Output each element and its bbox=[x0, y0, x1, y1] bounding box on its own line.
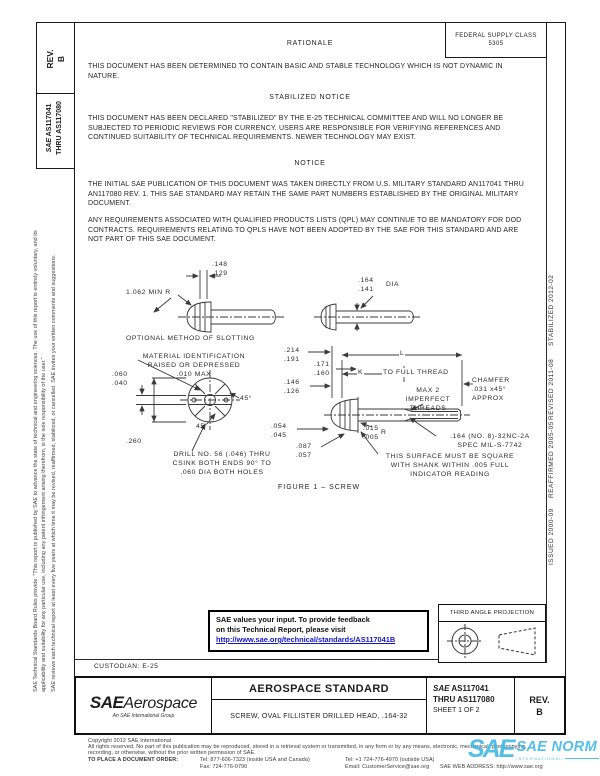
custodian-divider bbox=[74, 659, 438, 660]
sae-logo-subtitle: An SAE International Group bbox=[112, 712, 175, 719]
phone-intl: Tel: +1 724-776-4970 (outside USA) bbox=[345, 757, 435, 763]
rights-line-2: recording, or otherwise, without the pri… bbox=[88, 750, 256, 756]
federal-supply-class-box: FEDERAL SUPPLY CLASS 5305 bbox=[445, 22, 547, 58]
optional-slotting-caption: OPTIONAL METHOD OF SLOTTING bbox=[126, 335, 255, 342]
sae-logo-small: SAE bbox=[433, 684, 450, 693]
third-angle-projection-box: THIRD ANGLE PROJECTION bbox=[438, 604, 546, 663]
revision-value: B bbox=[536, 706, 543, 717]
stamp-issued: ISSUED 2000-09 bbox=[548, 508, 555, 565]
figure-1-screw: .148 .129 1.062 MIN R OPTIONAL METHOD OF… bbox=[74, 248, 548, 500]
document-type-title: AEROSPACE STANDARD bbox=[248, 682, 390, 695]
dim-head-radius: 1.062 MIN R bbox=[126, 289, 171, 296]
web-address: SAE WEB ADDRESS: http://www.sae.org bbox=[440, 764, 543, 770]
left-disclaimer-paragraph-1: SAE Technical Standards Board Rules prov… bbox=[33, 230, 47, 692]
revision-cell: REV. B bbox=[515, 678, 564, 733]
notice-paragraph-1: THE INITIAL SAE PUBLICATION OF THIS DOCU… bbox=[88, 181, 524, 208]
feedback-url-link[interactable]: http://www.sae.org/technical/standards/A… bbox=[216, 635, 396, 644]
sheet-number: SHEET 1 OF 2 bbox=[433, 707, 480, 714]
material-identification-note: MATERIAL IDENTIFICATION RAISED OR DEPRES… bbox=[142, 353, 246, 378]
title-block: SAEAerospace An SAE International Group … bbox=[74, 676, 566, 735]
document-number-line1: SAE AS117041 bbox=[46, 103, 53, 153]
thread-spec-note: .164 (NO. 8)-32NC-2A SPEC MIL-S-7742 bbox=[450, 433, 530, 449]
rev-side-label: REV. B bbox=[45, 49, 66, 69]
dim-grip-K: K bbox=[357, 368, 365, 377]
saenorm-watermark-text: SAE NORM bbox=[516, 738, 597, 755]
dim-slot-depth: .060 .040 bbox=[112, 371, 128, 387]
dim-45deg-lower: 45° bbox=[196, 423, 209, 430]
third-angle-projection-symbol bbox=[447, 624, 536, 658]
notice-paragraph-2: ANY REQUIREMENTS ASSOCIATED WITH QUALIFI… bbox=[88, 217, 522, 244]
dim-shank-dia: .164 .141 bbox=[358, 277, 374, 293]
dim-fillet-radius: .015 .005 bbox=[363, 425, 379, 441]
fax-number: Fax: 724-776-0790 bbox=[200, 764, 248, 770]
email-address: Email: CustomerService@sae.org bbox=[345, 764, 430, 770]
dim-171: .171 .160 bbox=[314, 361, 330, 377]
dim-087: .087 .057 bbox=[296, 443, 312, 459]
sae-aerospace-logo: SAEAerospace An SAE International Group bbox=[76, 678, 212, 733]
document-subject-title: SCREW, OVAL FILLISTER DRILLED HEAD, .164… bbox=[230, 713, 408, 720]
dim-214: .214 .191 bbox=[284, 347, 300, 363]
saenorm-watermark: SAE SAE NORM INTERNATIONAL bbox=[468, 735, 600, 763]
dim-slot-width: .148 .129 bbox=[212, 261, 228, 277]
stamp-reaffirmed: REAFFIRMED 2005-05 bbox=[548, 421, 555, 498]
revision-label: REV. bbox=[529, 694, 550, 705]
federal-supply-class-number: 5305 bbox=[488, 41, 504, 47]
stabilized-notice-heading: STABILIZED NOTICE bbox=[269, 94, 351, 101]
sidebar-column-divider bbox=[546, 57, 547, 663]
rationale-heading: RATIONALE bbox=[286, 40, 334, 47]
dim-45deg-upper: 45° bbox=[240, 395, 253, 402]
stabilized-notice-paragraph: THIS DOCUMENT HAS BEEN DECLARED "STABILI… bbox=[88, 115, 504, 142]
left-disclaimer-paragraph-2: SAE reviews each technical report at lea… bbox=[51, 254, 57, 692]
to-full-thread-label: TO FULL THREAD bbox=[382, 368, 450, 377]
order-label: TO PLACE A DOCUMENT ORDER: bbox=[88, 757, 179, 763]
dim-260: .260 bbox=[126, 438, 142, 445]
feedback-line1: SAE values your input. To provide feedba… bbox=[216, 615, 370, 624]
sae-logo-text: SAE bbox=[89, 692, 124, 712]
federal-supply-class-label: FEDERAL SUPPLY CLASS bbox=[455, 33, 537, 39]
third-angle-projection-label: THIRD ANGLE PROJECTION bbox=[439, 605, 545, 622]
drill-note: DRILL NO. 56 (.046) THRU CSINK BOTH ENDS… bbox=[172, 451, 272, 476]
rights-line-1: All rights reserved. No part of this pub… bbox=[88, 744, 527, 750]
document-number-cell: SAE AS117041 THRU AS117080 SHEET 1 OF 2 bbox=[427, 678, 515, 733]
rationale-paragraph: THIS DOCUMENT HAS BEEN DETERMINED TO CON… bbox=[88, 63, 503, 80]
document-number-side-box: SAE AS117041 THRU AS117080 bbox=[36, 93, 75, 169]
chamfer-note: CHAMFER .031 x45° APPROX bbox=[472, 377, 510, 402]
feedback-line2: on this Technical Report, please visit bbox=[216, 625, 346, 634]
notice-heading: NOTICE bbox=[294, 160, 326, 167]
saenorm-watermark-subtext: INTERNATIONAL bbox=[516, 756, 600, 761]
saenorm-watermark-glyph: SAE bbox=[468, 735, 515, 763]
sae-logo-mark: SAE bbox=[46, 138, 53, 153]
feedback-box: SAE values your input. To provide feedba… bbox=[208, 610, 429, 652]
dim-054: .054 .045 bbox=[271, 423, 287, 439]
figure-caption: FIGURE 1 – SCREW bbox=[278, 484, 361, 491]
dim-length-L: L bbox=[399, 349, 406, 358]
surface-square-note: THIS SURFACE MUST BE SQUARE WITH SHANK W… bbox=[385, 453, 515, 478]
document-number-line2: THRU AS117080 bbox=[56, 101, 63, 155]
title-cell: AEROSPACE STANDARD SCREW, OVAL FILLISTER… bbox=[212, 678, 427, 733]
figure-line-art bbox=[136, 270, 473, 455]
copyright-line: Copyright 2012 SAE International bbox=[88, 738, 172, 744]
imperfect-threads-note: MAX 2 IMPERFECT THREADS bbox=[405, 387, 451, 412]
dim-146: .146 .126 bbox=[284, 379, 300, 395]
stamp-revised: REVISED 2011-08 bbox=[548, 358, 555, 420]
rev-side-box: REV. B bbox=[36, 22, 75, 94]
dim-fillet-radius-r: R bbox=[381, 429, 387, 436]
custodian-label: CUSTODIAN: E-25 bbox=[94, 663, 159, 670]
stamp-stabilized: STABILIZED 2012-02 bbox=[548, 274, 555, 346]
dim-shank-dia-unit: DIA bbox=[386, 281, 400, 288]
phone-us: Tel: 877-606-7323 (inside USA and Canada… bbox=[200, 757, 310, 763]
